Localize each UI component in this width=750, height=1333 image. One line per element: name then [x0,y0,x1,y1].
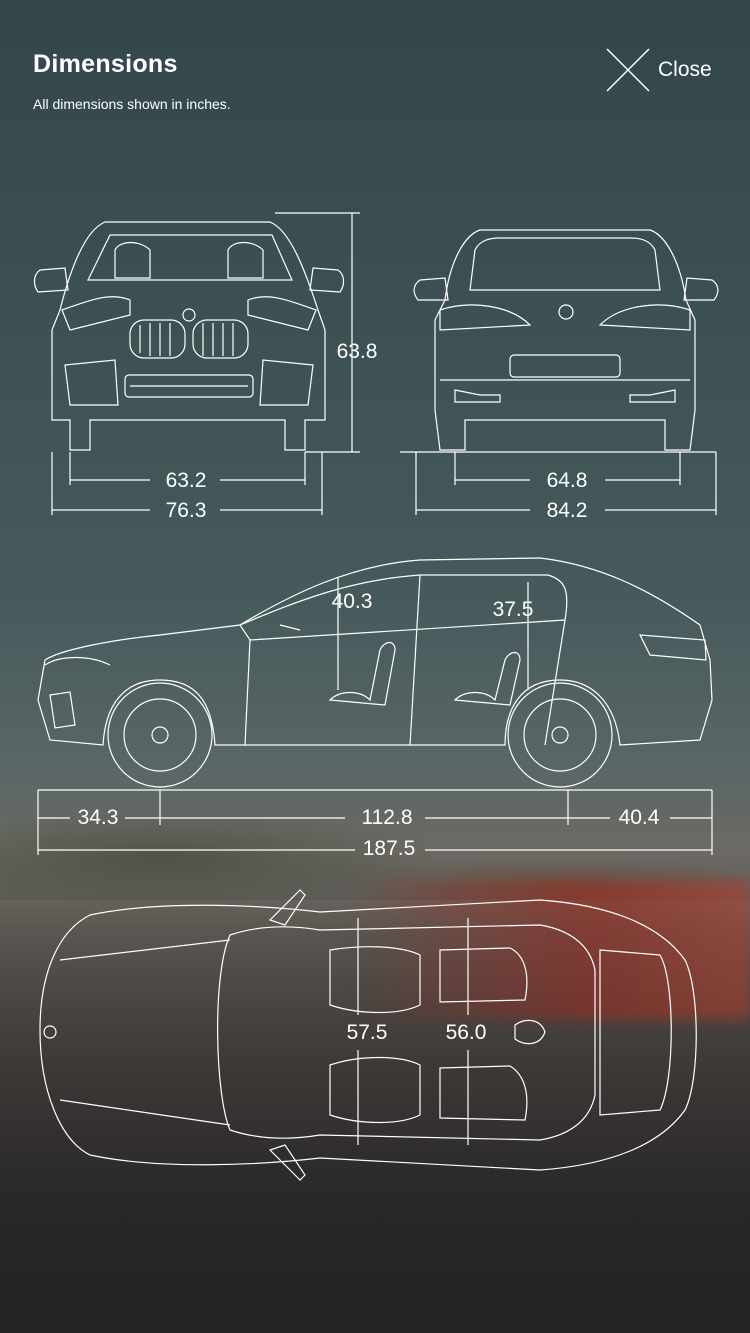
page-subtitle: All dimensions shown in inches. [33,96,231,112]
front-shoulder-label: 57.5 [346,1021,388,1044]
rear-shoulder-label: 56.0 [445,1021,487,1044]
front-overhang-label: 34.3 [77,806,119,829]
front-track-label: 63.2 [165,469,207,492]
top-view-dimension-lines [357,918,469,1145]
front-height-label: 63.8 [336,340,378,363]
rear-width-label: 84.2 [546,499,588,522]
side-view-car [37,557,713,788]
front-view-dimension-lines [51,212,360,515]
page-title: Dimensions [33,50,178,78]
rear-view-dimension-lines [400,451,717,515]
overall-length-label: 187.5 [362,837,416,860]
close-label: Close [658,58,712,81]
top-view-car [39,889,697,1181]
rear-track-label: 64.8 [546,469,588,492]
rear-overhang-label: 40.4 [618,806,660,829]
front-headroom-label: 40.3 [331,590,373,613]
wheelbase-label: 112.8 [361,806,413,829]
background-light-streak [350,880,750,1020]
close-button[interactable]: Close [604,45,724,95]
rear-view-car [413,229,719,451]
side-view-dimension-lines [37,578,713,855]
front-view-car [33,221,345,451]
rear-headroom-label: 37.5 [492,598,534,621]
front-width-label: 76.3 [165,499,207,522]
close-icon [606,48,650,92]
